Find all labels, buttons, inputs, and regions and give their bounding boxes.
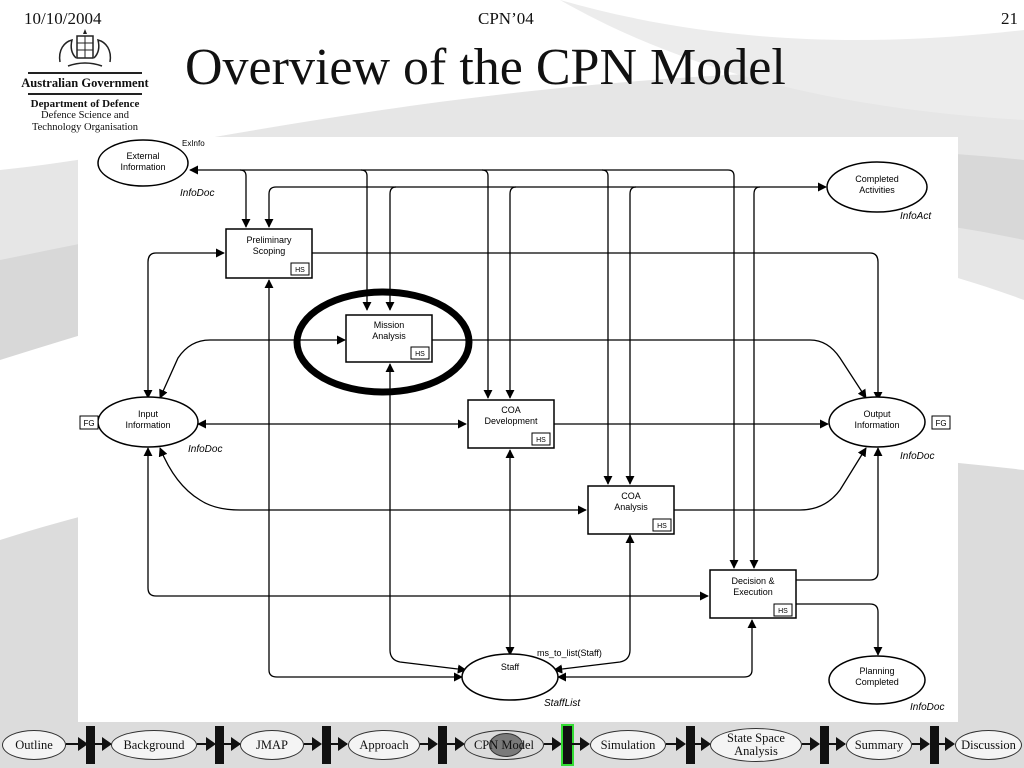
place-type: InfoAct: [900, 211, 932, 222]
arrow-right-icon: [338, 737, 348, 751]
place-input-information: Input Information InfoDoc FG: [79, 396, 222, 455]
place-label: Completed: [855, 677, 899, 687]
slide-navigation: Outline Background JMAP Approach CPN Mod…: [0, 724, 1024, 768]
place-type: InfoDoc: [900, 451, 934, 462]
arrow-right-icon: [206, 737, 216, 751]
hs-tag: HS: [536, 437, 546, 444]
division-line1: Defence Science and: [40, 110, 130, 121]
arrow-right-icon: [231, 737, 241, 751]
transition-coa-development: COA Development HS: [467, 399, 555, 449]
place-planning-completed: Planning Completed InfoDoc: [828, 655, 944, 713]
place-tag: ExInfo: [182, 139, 205, 148]
nav-divider: [322, 726, 331, 764]
place-type: InfoDoc: [188, 444, 222, 455]
place-label: Planning: [859, 666, 894, 676]
place-label: Information: [854, 420, 899, 430]
department-name: Department of Defence: [30, 98, 140, 110]
nav-jmap[interactable]: JMAP: [240, 730, 304, 760]
place-label: External: [126, 151, 159, 161]
place-label: Information: [125, 420, 170, 430]
place-staff: Staff StaffList ms_to_list(Staff): [461, 648, 602, 709]
arrow-right-icon: [810, 737, 820, 751]
place-completed-activities: Completed Activities InfoAct: [826, 161, 932, 222]
arrow-right-icon: [676, 737, 686, 751]
arrow-right-icon: [836, 737, 846, 751]
nav-cpn-model[interactable]: CPN Model: [464, 730, 544, 760]
conference-name: CPN’04: [478, 9, 534, 28]
nav-outline[interactable]: Outline: [2, 730, 66, 760]
transition-mission-analysis: Mission Analysis HS: [345, 314, 433, 363]
nav-approach[interactable]: Approach: [348, 730, 420, 760]
place-label: Completed: [855, 174, 899, 184]
transition-label: Analysis: [372, 331, 406, 341]
transition-label: Scoping: [253, 246, 286, 256]
place-label: Information: [120, 162, 165, 172]
nav-divider-current: [563, 726, 572, 764]
nav-summary[interactable]: Summary: [846, 730, 912, 760]
hs-tag: HS: [778, 608, 788, 615]
fusion-tag: FG: [935, 419, 946, 428]
fusion-tag: FG: [83, 419, 94, 428]
page-number: 21: [1001, 9, 1018, 28]
slide-title: Overview of the CPN Model: [185, 39, 786, 96]
transition-label: Preliminary: [246, 235, 292, 245]
arrow-right-icon: [428, 737, 438, 751]
nav-divider: [686, 726, 695, 764]
arc-inscription: ms_to_list(Staff): [537, 648, 602, 658]
transition-preliminary-scoping: Preliminary Scoping HS: [225, 228, 313, 279]
place-label: Input: [138, 409, 159, 419]
arrow-right-icon: [580, 737, 590, 751]
place-label: Staff: [501, 662, 520, 672]
transition-label: Execution: [733, 587, 773, 597]
arrow-right-icon: [920, 737, 930, 751]
transition-label: Analysis: [614, 502, 648, 512]
arrow-right-icon: [701, 737, 711, 751]
place-output-information: Output Information InfoDoc FG: [828, 396, 951, 462]
place-type: InfoDoc: [180, 188, 214, 199]
arrow-right-icon: [78, 737, 88, 751]
org-name: Australian Government: [21, 76, 149, 90]
nav-simulation[interactable]: Simulation: [590, 730, 666, 760]
nav-divider: [930, 726, 939, 764]
coat-of-arms-icon: [58, 29, 112, 67]
nav-divider: [820, 726, 829, 764]
arrow-right-icon: [312, 737, 322, 751]
transition-decision-execution: Decision & Execution HS: [709, 569, 797, 619]
mission-analysis-highlight: [293, 288, 473, 396]
arrow-right-icon: [102, 737, 112, 751]
transition-label: Decision &: [731, 576, 774, 586]
arrow-right-icon: [552, 737, 562, 751]
dsto-logo: Australian Government Department of Defe…: [10, 28, 160, 134]
transition-label: Mission: [374, 320, 405, 330]
hs-tag: HS: [657, 523, 667, 530]
place-external-information: External Information ExInfo InfoDoc: [97, 139, 214, 199]
division-line2: Technology Organisation: [31, 122, 139, 133]
transition-coa-analysis: COA Analysis HS: [587, 485, 675, 535]
place-label: Output: [863, 409, 891, 419]
hs-tag: HS: [415, 351, 425, 358]
nav-state-space-analysis[interactable]: State Space Analysis: [710, 728, 802, 762]
place-label: Activities: [859, 185, 895, 195]
arrow-right-icon: [945, 737, 955, 751]
hs-tag: HS: [295, 267, 305, 274]
nav-divider: [215, 726, 224, 764]
nav-divider: [438, 726, 447, 764]
slide-date: 10/10/2004: [24, 9, 102, 28]
transition-label: COA: [621, 491, 641, 501]
arrow-right-icon: [455, 737, 465, 751]
nav-background[interactable]: Background: [111, 730, 197, 760]
nav-discussion[interactable]: Discussion: [955, 730, 1022, 760]
transition-label: Development: [484, 416, 538, 426]
transition-label: COA: [501, 405, 521, 415]
nav-divider: [86, 726, 95, 764]
place-type: InfoDoc: [910, 702, 944, 713]
place-type: StaffList: [544, 698, 581, 709]
